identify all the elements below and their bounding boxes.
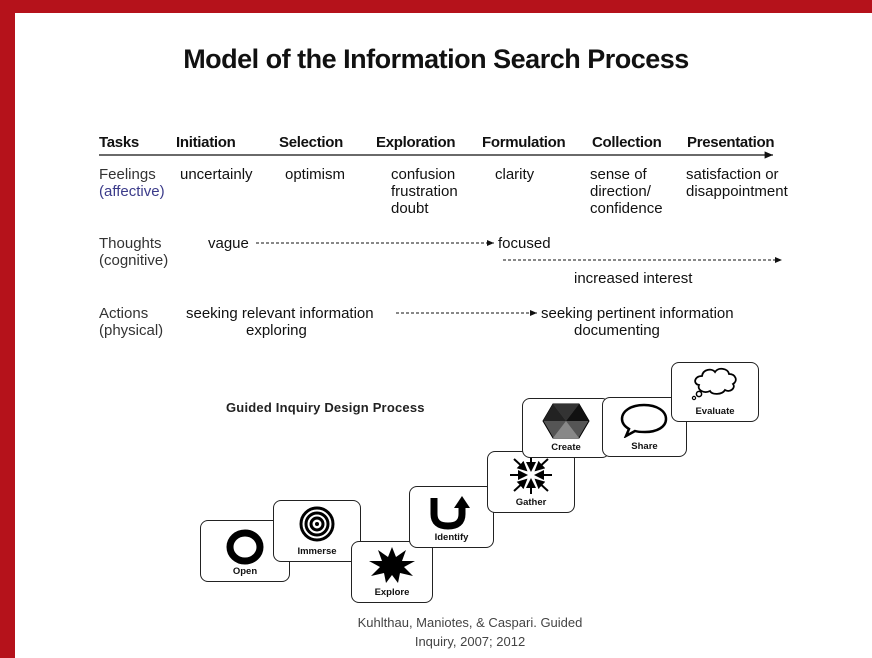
identify-arrow-icon — [430, 496, 470, 530]
gather-arrows-icon — [510, 456, 552, 494]
step-gather: Gather — [487, 451, 575, 513]
create-gem-icon — [542, 403, 590, 439]
gidp-title: Guided Inquiry Design Process — [226, 400, 425, 415]
step-immerse-label: Immerse — [297, 546, 337, 557]
feeling-exploration-2: frustration — [391, 183, 458, 200]
step-explore-label: Explore — [374, 587, 410, 598]
thought-increased-interest: increased interest — [574, 270, 693, 287]
open-ring-icon — [226, 529, 264, 565]
citation-line-2: Inquiry, 2007; 2012 — [414, 634, 526, 649]
feeling-collection-3: confidence — [590, 200, 663, 217]
tasks-header: Tasks — [99, 134, 139, 151]
share-speech-bubble-icon — [620, 403, 668, 438]
step-identify: Identify — [409, 486, 494, 548]
feeling-exploration-3: doubt — [391, 200, 429, 217]
feeling-collection-2: direction/ — [590, 183, 651, 200]
step-explore: Explore — [351, 541, 433, 603]
explore-burst-icon — [369, 547, 415, 583]
step-evaluate-label: Evaluate — [695, 406, 735, 417]
red-frame-left — [0, 0, 15, 658]
step-create: Create — [522, 398, 610, 458]
actions-label: Actions — [99, 305, 149, 322]
thought-vague: vague — [208, 235, 249, 252]
citation: Kuhlthau, Maniotes, & Caspari. Guided In… — [290, 613, 650, 651]
step-create-label: Create — [551, 442, 581, 453]
stage-initiation: Initiation — [176, 134, 236, 151]
stage-collection: Collection — [592, 134, 662, 151]
thoughts-label: Thoughts — [99, 235, 162, 252]
stage-exploration: Exploration — [376, 134, 456, 151]
action-seeking-pertinent: seeking pertinent information — [541, 305, 734, 322]
feeling-collection-1: sense of — [590, 166, 647, 183]
immerse-target-icon — [299, 506, 335, 542]
actions-sublabel: (physical) — [99, 322, 164, 339]
thoughts-sublabel: (cognitive) — [99, 252, 169, 269]
step-evaluate: Evaluate — [671, 362, 759, 422]
step-open-label: Open — [232, 566, 258, 577]
feeling-presentation-1: satisfaction or — [686, 166, 779, 183]
citation-line-1: Kuhlthau, Maniotes, & Caspari. Guided — [357, 615, 583, 630]
evaluate-thought-cloud-icon — [691, 367, 737, 401]
feelings-sublabel: (affective) — [99, 183, 165, 200]
thought-focused: focused — [498, 235, 551, 252]
action-seeking-relevant: seeking relevant information — [186, 305, 374, 322]
feeling-formulation: clarity — [495, 166, 535, 183]
step-gather-label: Gather — [515, 497, 547, 508]
stage-formulation: Formulation — [482, 134, 566, 151]
page-title: Model of the Information Search Process — [183, 44, 689, 74]
red-frame-top — [0, 0, 872, 13]
action-documenting: documenting — [574, 322, 660, 339]
feeling-exploration-1: confusion — [391, 166, 456, 183]
step-immerse: Immerse — [273, 500, 361, 562]
feelings-label: Feelings — [99, 166, 156, 183]
feeling-selection: optimism — [285, 166, 346, 183]
feeling-presentation-2: disappointment — [686, 183, 788, 200]
step-identify-label: Identify — [434, 532, 469, 543]
stage-presentation: Presentation — [687, 134, 775, 151]
step-share-label: Share — [631, 441, 658, 452]
stage-selection: Selection — [279, 134, 343, 151]
action-exploring: exploring — [246, 322, 307, 339]
feeling-initiation: uncertainly — [180, 166, 253, 183]
